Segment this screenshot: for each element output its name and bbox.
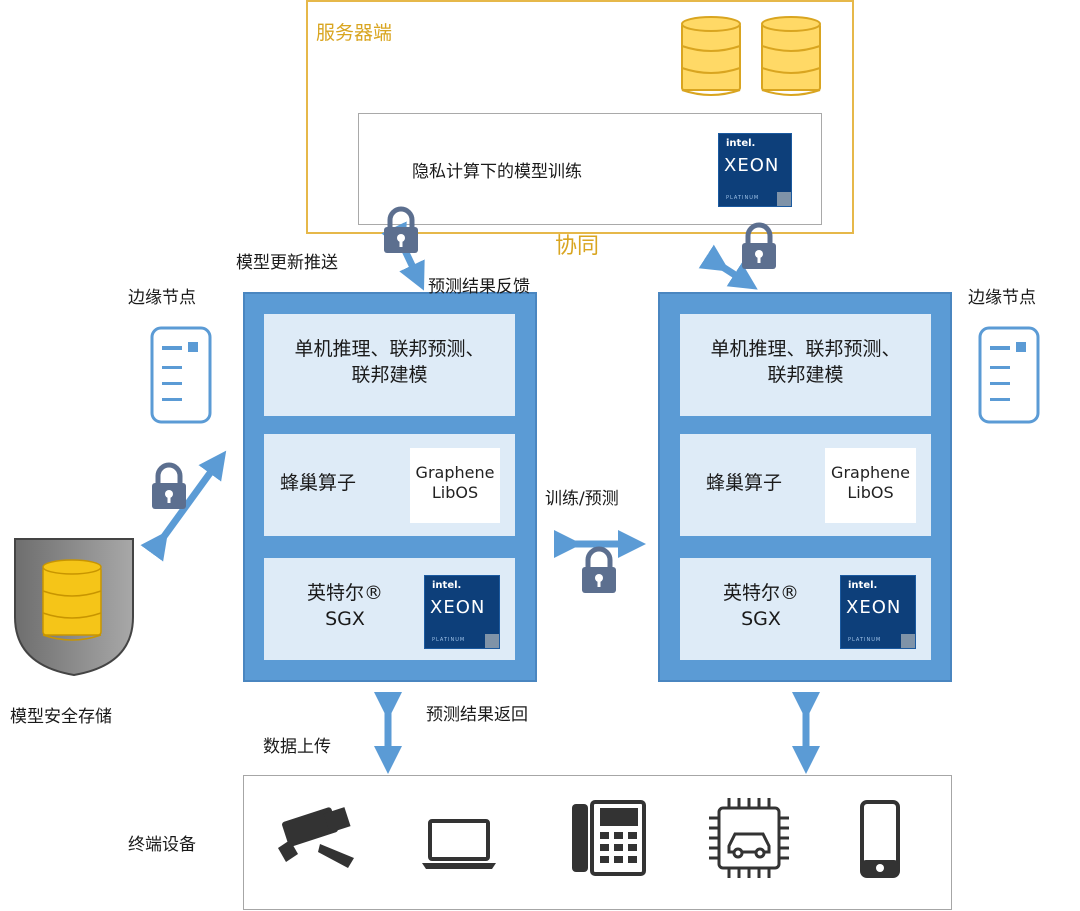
xeon-badge: intel. XEON PLATINUM — [840, 575, 916, 649]
left-edge-node-label: 边缘节点 — [128, 288, 196, 308]
lock-icon — [742, 222, 776, 269]
graphene-line2: LibOS — [431, 483, 479, 502]
car-chip-icon — [709, 798, 789, 878]
train-predict-label: 训练/预测 — [545, 489, 619, 509]
prediction-feedback-label: 预测结果反馈 — [428, 277, 530, 297]
left-top-cell-line2: 联邦建模 — [351, 364, 428, 386]
xeon-product: XEON — [724, 155, 780, 176]
terminal-devices-box — [243, 775, 952, 910]
terminal-devices-label: 终端设备 — [128, 835, 196, 855]
graphene-line1: Graphene — [415, 463, 495, 482]
xeon-corner — [777, 192, 791, 206]
left-sgx-line2: SGX — [325, 608, 365, 630]
right-top-cell-line2: 联邦建模 — [767, 364, 844, 386]
lock-icon — [582, 546, 616, 593]
xeon-tier: PLATINUM — [432, 637, 466, 643]
right-sgx-line1: 英特尔® — [722, 582, 799, 604]
laptop-icon — [422, 819, 496, 869]
model-push-label: 模型更新推送 — [236, 253, 338, 273]
right-top-cell-line1: 单机推理、联邦预测、 — [710, 338, 901, 360]
database-icon — [681, 16, 741, 96]
secure-storage-label: 模型安全存储 — [10, 707, 112, 727]
database-icon — [761, 16, 821, 96]
left-graphene-badge: Graphene LibOS — [410, 448, 500, 523]
left-top-cell-line1: 单机推理、联邦预测、 — [294, 338, 485, 360]
xeon-corner — [485, 634, 499, 648]
camera-icon — [278, 807, 354, 868]
xeon-brand: intel. — [432, 580, 462, 591]
xeon-tier: PLATINUM — [848, 637, 882, 643]
right-operator-label: 蜂巢算子 — [706, 472, 783, 494]
left-operator-label: 蜂巢算子 — [280, 472, 357, 494]
prediction-return-label: 预测结果返回 — [426, 705, 528, 725]
graphene-line1: Graphene — [831, 463, 910, 482]
data-upload-label: 数据上传 — [263, 737, 331, 757]
edge-server-icon — [978, 326, 1040, 424]
xeon-corner — [901, 634, 915, 648]
right-sgx-line2: SGX — [741, 608, 781, 630]
xeon-badge: intel. XEON PLATINUM — [424, 575, 500, 649]
secure-storage-shield-icon — [14, 538, 134, 677]
xeon-brand: intel. — [848, 580, 878, 591]
graphene-line2: LibOS — [847, 483, 894, 502]
mobile-phone-icon — [860, 800, 900, 878]
edge-server-icon — [150, 326, 212, 424]
xeon-badge: intel. XEON PLATINUM — [718, 133, 792, 207]
left-sgx-line1: 英特尔® — [306, 582, 383, 604]
xeon-product: XEON — [846, 597, 902, 618]
collaboration-label: 协同 — [555, 234, 600, 259]
xeon-tier: PLATINUM — [726, 195, 760, 201]
right-edge-node-label: 边缘节点 — [968, 288, 1036, 308]
left-top-cell — [264, 314, 515, 416]
server-title: 服务器端 — [316, 22, 393, 44]
right-graphene-badge: Graphene LibOS — [825, 448, 916, 523]
lock-icon — [384, 206, 418, 253]
xeon-brand: intel. — [726, 138, 756, 149]
model-training-label: 隐私计算下的模型训练 — [412, 162, 582, 182]
xeon-product: XEON — [430, 597, 486, 618]
right-top-cell — [680, 314, 931, 416]
lock-icon — [152, 462, 186, 509]
desk-phone-icon — [572, 800, 646, 876]
